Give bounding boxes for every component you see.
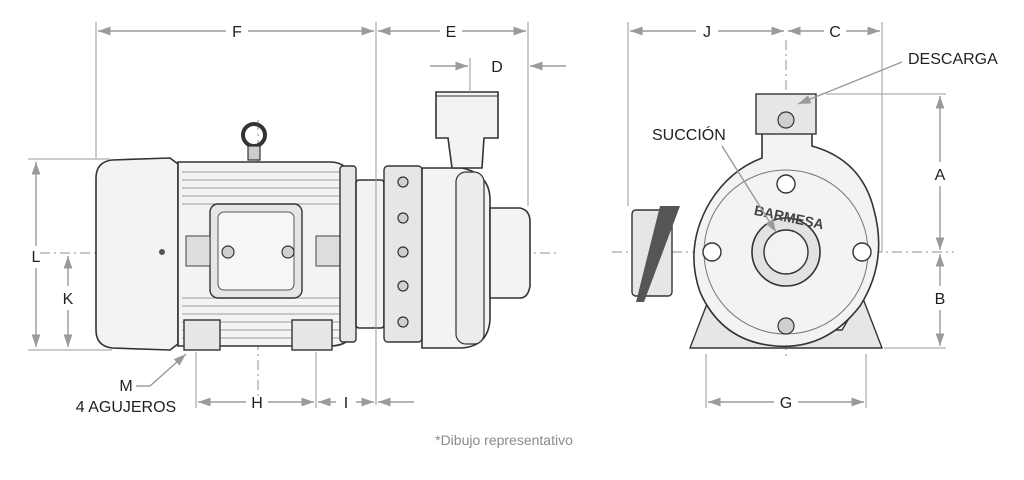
dim-C: C (829, 24, 841, 41)
dim-L: L (32, 249, 41, 266)
front-dimensions: J C A B G DESCARGA SUCCIÓN (627, 22, 998, 412)
dim-B: B (935, 291, 946, 308)
lifting-eye-icon (241, 122, 267, 161)
dim-A: A (935, 167, 946, 184)
discharge-neck (435, 91, 499, 169)
footnote: *Dibujo representativo (435, 432, 573, 448)
motor-foot (291, 319, 333, 351)
discharge-label: DESCARGA (908, 51, 998, 68)
motor-fan-cover (95, 157, 179, 351)
side-view (40, 91, 560, 400)
dim-M: M (119, 378, 132, 395)
dim-J: J (703, 24, 711, 41)
dim-G: G (780, 395, 792, 412)
dim-I: I (344, 395, 348, 412)
front-view: BARMESA (612, 40, 954, 360)
side-dimensions: F E D L K H I M 4 AGUJE (28, 22, 566, 416)
dim-H: H (251, 395, 263, 412)
holes-label: 4 AGUJEROS (76, 399, 176, 416)
dim-E: E (446, 24, 457, 41)
motor-foot (183, 319, 221, 351)
suction-label: SUCCIÓN (652, 125, 726, 144)
dim-F: F (232, 24, 242, 41)
suction-nozzle (489, 207, 531, 299)
dim-K: K (63, 291, 74, 308)
dim-D: D (491, 59, 503, 76)
